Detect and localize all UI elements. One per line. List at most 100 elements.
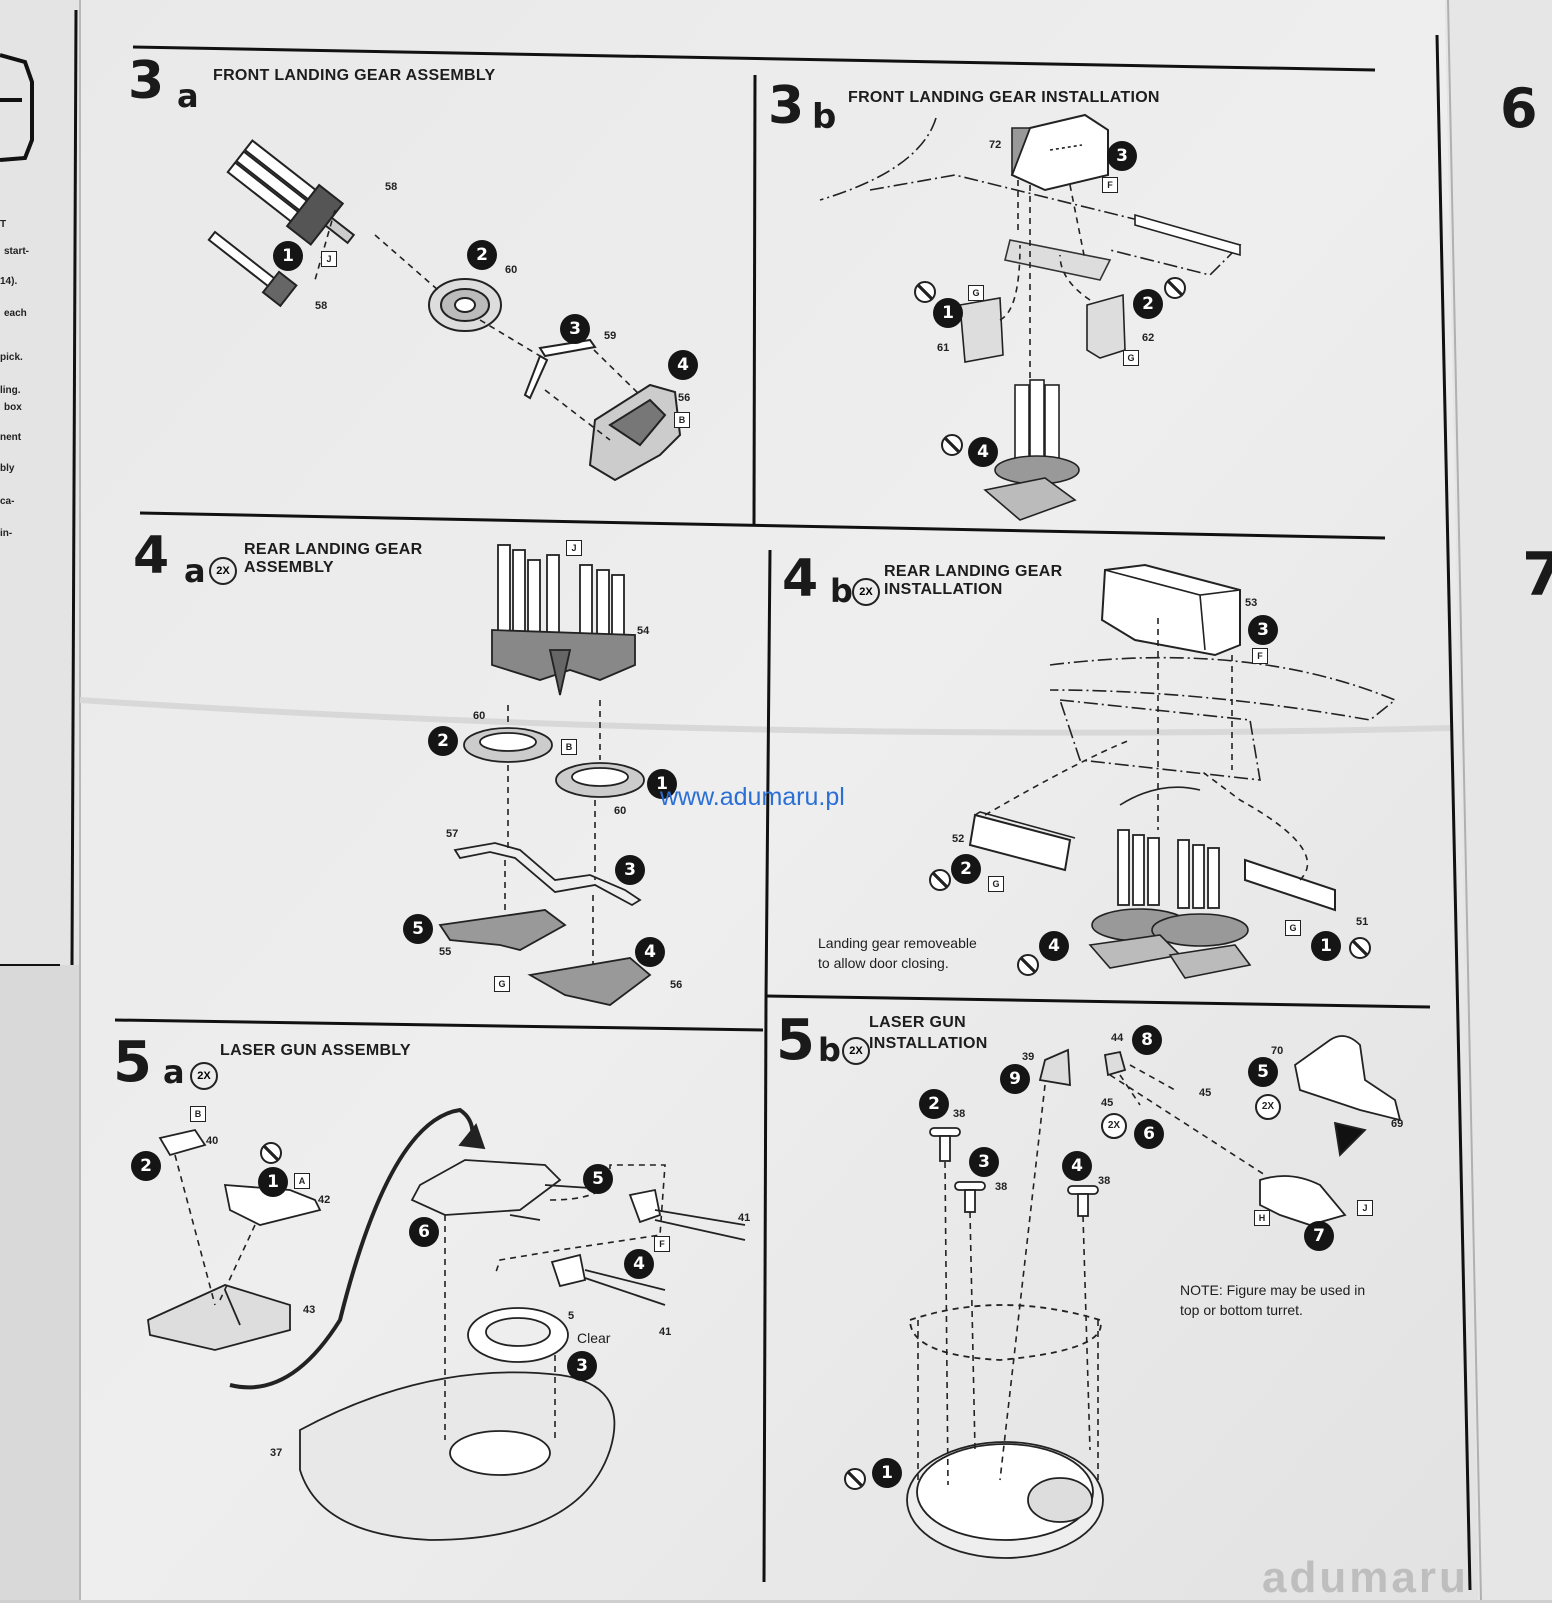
part-number: 40	[206, 1135, 219, 1147]
part-number: 45	[1101, 1097, 1114, 1109]
left-fragment: box	[4, 402, 22, 413]
left-fragment: pick.	[0, 352, 23, 363]
step-circle: 3	[969, 1147, 999, 1177]
part-number: 44	[1111, 1032, 1124, 1044]
rule-row3-right	[765, 994, 1431, 1009]
step-4a-letter: a	[184, 552, 206, 590]
left-fragment: each	[4, 308, 27, 319]
rule-top	[132, 45, 1376, 72]
corner-watermark: adumaru	[1262, 1553, 1469, 1602]
sprue-letter-box: G	[494, 976, 510, 992]
sprue-letter-box: G	[1285, 920, 1301, 936]
sprue-letter-box: F	[1252, 648, 1268, 664]
drawing-5b	[906, 1035, 1402, 1559]
step-circle: 2	[428, 726, 458, 756]
count-badge-4a: 2X	[209, 557, 237, 585]
step-4b-note-line1: Landing gear removeable	[818, 935, 977, 951]
step-4a-number: 4	[133, 526, 170, 586]
part-number: 57	[446, 828, 459, 840]
drawing-3a	[207, 139, 682, 482]
step-circle: 5	[583, 1164, 613, 1194]
part-number: 72	[989, 139, 1002, 151]
part-number: 53	[1245, 597, 1258, 609]
part-number: 60	[614, 805, 627, 817]
drawing-5a	[147, 1107, 746, 1541]
step-3b-number: 3	[768, 76, 805, 136]
no-glue-icon	[1164, 277, 1186, 299]
step-circle: 5	[1248, 1057, 1278, 1087]
part-number: 69	[1391, 1118, 1404, 1130]
drawing-4a	[438, 544, 652, 1006]
step-circle: 7	[1304, 1221, 1334, 1251]
part-number: 41	[659, 1326, 672, 1338]
part-number: 37	[270, 1447, 283, 1459]
part-number: 60	[473, 710, 486, 722]
step-circle: 4	[968, 437, 998, 467]
step-circle: 1	[273, 241, 303, 271]
step-circle: 3	[560, 314, 590, 344]
count-badge-5b: 2X	[842, 1037, 870, 1065]
step-circle: 3	[615, 855, 645, 885]
clear-label: Clear	[577, 1330, 611, 1346]
part-number: 62	[1142, 332, 1155, 344]
part-number: 59	[604, 330, 617, 342]
part-number: 56	[670, 979, 683, 991]
part-number: 60	[505, 264, 518, 276]
sprue-letter-box: H	[1254, 1210, 1270, 1226]
rule-v3	[762, 999, 768, 1583]
step-3a-letter: a	[177, 77, 199, 115]
part-number: 54	[637, 625, 650, 637]
step-4a-title-line2: ASSEMBLY	[244, 559, 334, 576]
step-circle: 1	[872, 1458, 902, 1488]
count-badge-5a: 2X	[190, 1062, 218, 1090]
rule-row3-left	[114, 1018, 764, 1032]
step-4b-title-line2: INSTALLATION	[884, 581, 1003, 598]
sprue-letter-box: F	[654, 1236, 670, 1252]
no-glue-icon	[1349, 937, 1371, 959]
step-circle: 1	[258, 1167, 288, 1197]
part-number: 38	[1098, 1175, 1111, 1187]
right-section-number: 6	[1500, 77, 1538, 140]
part-number: 42	[318, 1194, 331, 1206]
step-5b-title-line2: INSTALLATION	[869, 1035, 988, 1052]
step-5b-title-line1: LASER GUN	[869, 1014, 966, 1031]
no-glue-icon	[941, 434, 963, 456]
sprue-letter-box: J	[566, 540, 582, 556]
no-glue-icon	[844, 1468, 866, 1490]
step-5a-number: 5	[113, 1030, 152, 1095]
site-watermark: www.adumaru.pl	[660, 783, 845, 811]
step-circle: 4	[635, 937, 665, 967]
left-fragment: ca-	[0, 496, 15, 507]
sprue-letter-box: G	[968, 285, 984, 301]
step-circle: 9	[1000, 1064, 1030, 1094]
sprue-letter-box: F	[1102, 177, 1118, 193]
left-fragment: start-	[4, 246, 30, 257]
step-5b-letter: b	[818, 1031, 841, 1069]
step-3b-letter: b	[812, 97, 837, 137]
step-3b-title: FRONT LANDING GEAR INSTALLATION	[848, 89, 1160, 106]
part-number: 38	[953, 1108, 966, 1120]
sprue-letter-box: G	[988, 876, 1004, 892]
step-4b-letter: b	[830, 572, 853, 610]
step-circle: 8	[1132, 1025, 1162, 1055]
left-fragment: 14).	[0, 276, 18, 287]
step-5a-title: LASER GUN ASSEMBLY	[220, 1042, 411, 1059]
step-circle: 2	[467, 240, 497, 270]
rule-v1	[752, 74, 757, 526]
sprue-letter-box: B	[674, 412, 690, 428]
step-circle: 4	[1062, 1151, 1092, 1181]
right-section-number: 7	[1522, 540, 1552, 610]
count-badge: 2X	[1255, 1094, 1281, 1120]
step-circle: 4	[624, 1249, 654, 1279]
step-3a-title: FRONT LANDING GEAR ASSEMBLY	[213, 67, 496, 84]
step-4b-note-line2: to allow door closing.	[818, 955, 949, 971]
part-number: 43	[303, 1304, 316, 1316]
step-circle: 2	[131, 1151, 161, 1181]
step-4b-title-line1: REAR LANDING GEAR	[884, 563, 1063, 580]
part-number: 70	[1271, 1045, 1284, 1057]
part-number: 55	[439, 946, 452, 958]
no-glue-icon	[1017, 954, 1039, 976]
sprue-letter-box: G	[1123, 350, 1139, 366]
